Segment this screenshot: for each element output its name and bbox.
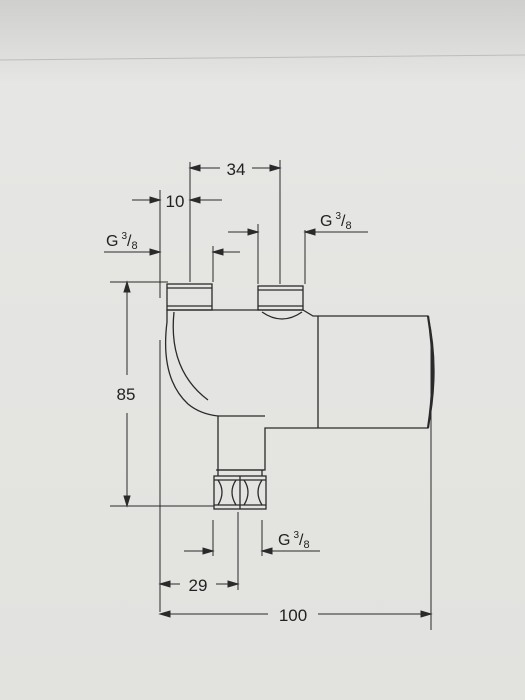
dim-overall-width: 100 [279,606,307,625]
valve-body [164,283,435,510]
dimension-lines [104,160,433,630]
sheet-edge [0,54,525,61]
bottom-hex-nut [213,469,267,510]
body-contour [172,311,209,401]
saddle-curve [261,311,303,320]
dim-height: 85 [117,385,136,404]
dim-top-spacing: 34 [227,160,246,179]
cap-end [426,315,434,429]
body-outline [164,309,435,471]
dim-left-offset: 10 [166,192,185,211]
dim-bottom-offset: 29 [189,576,208,595]
